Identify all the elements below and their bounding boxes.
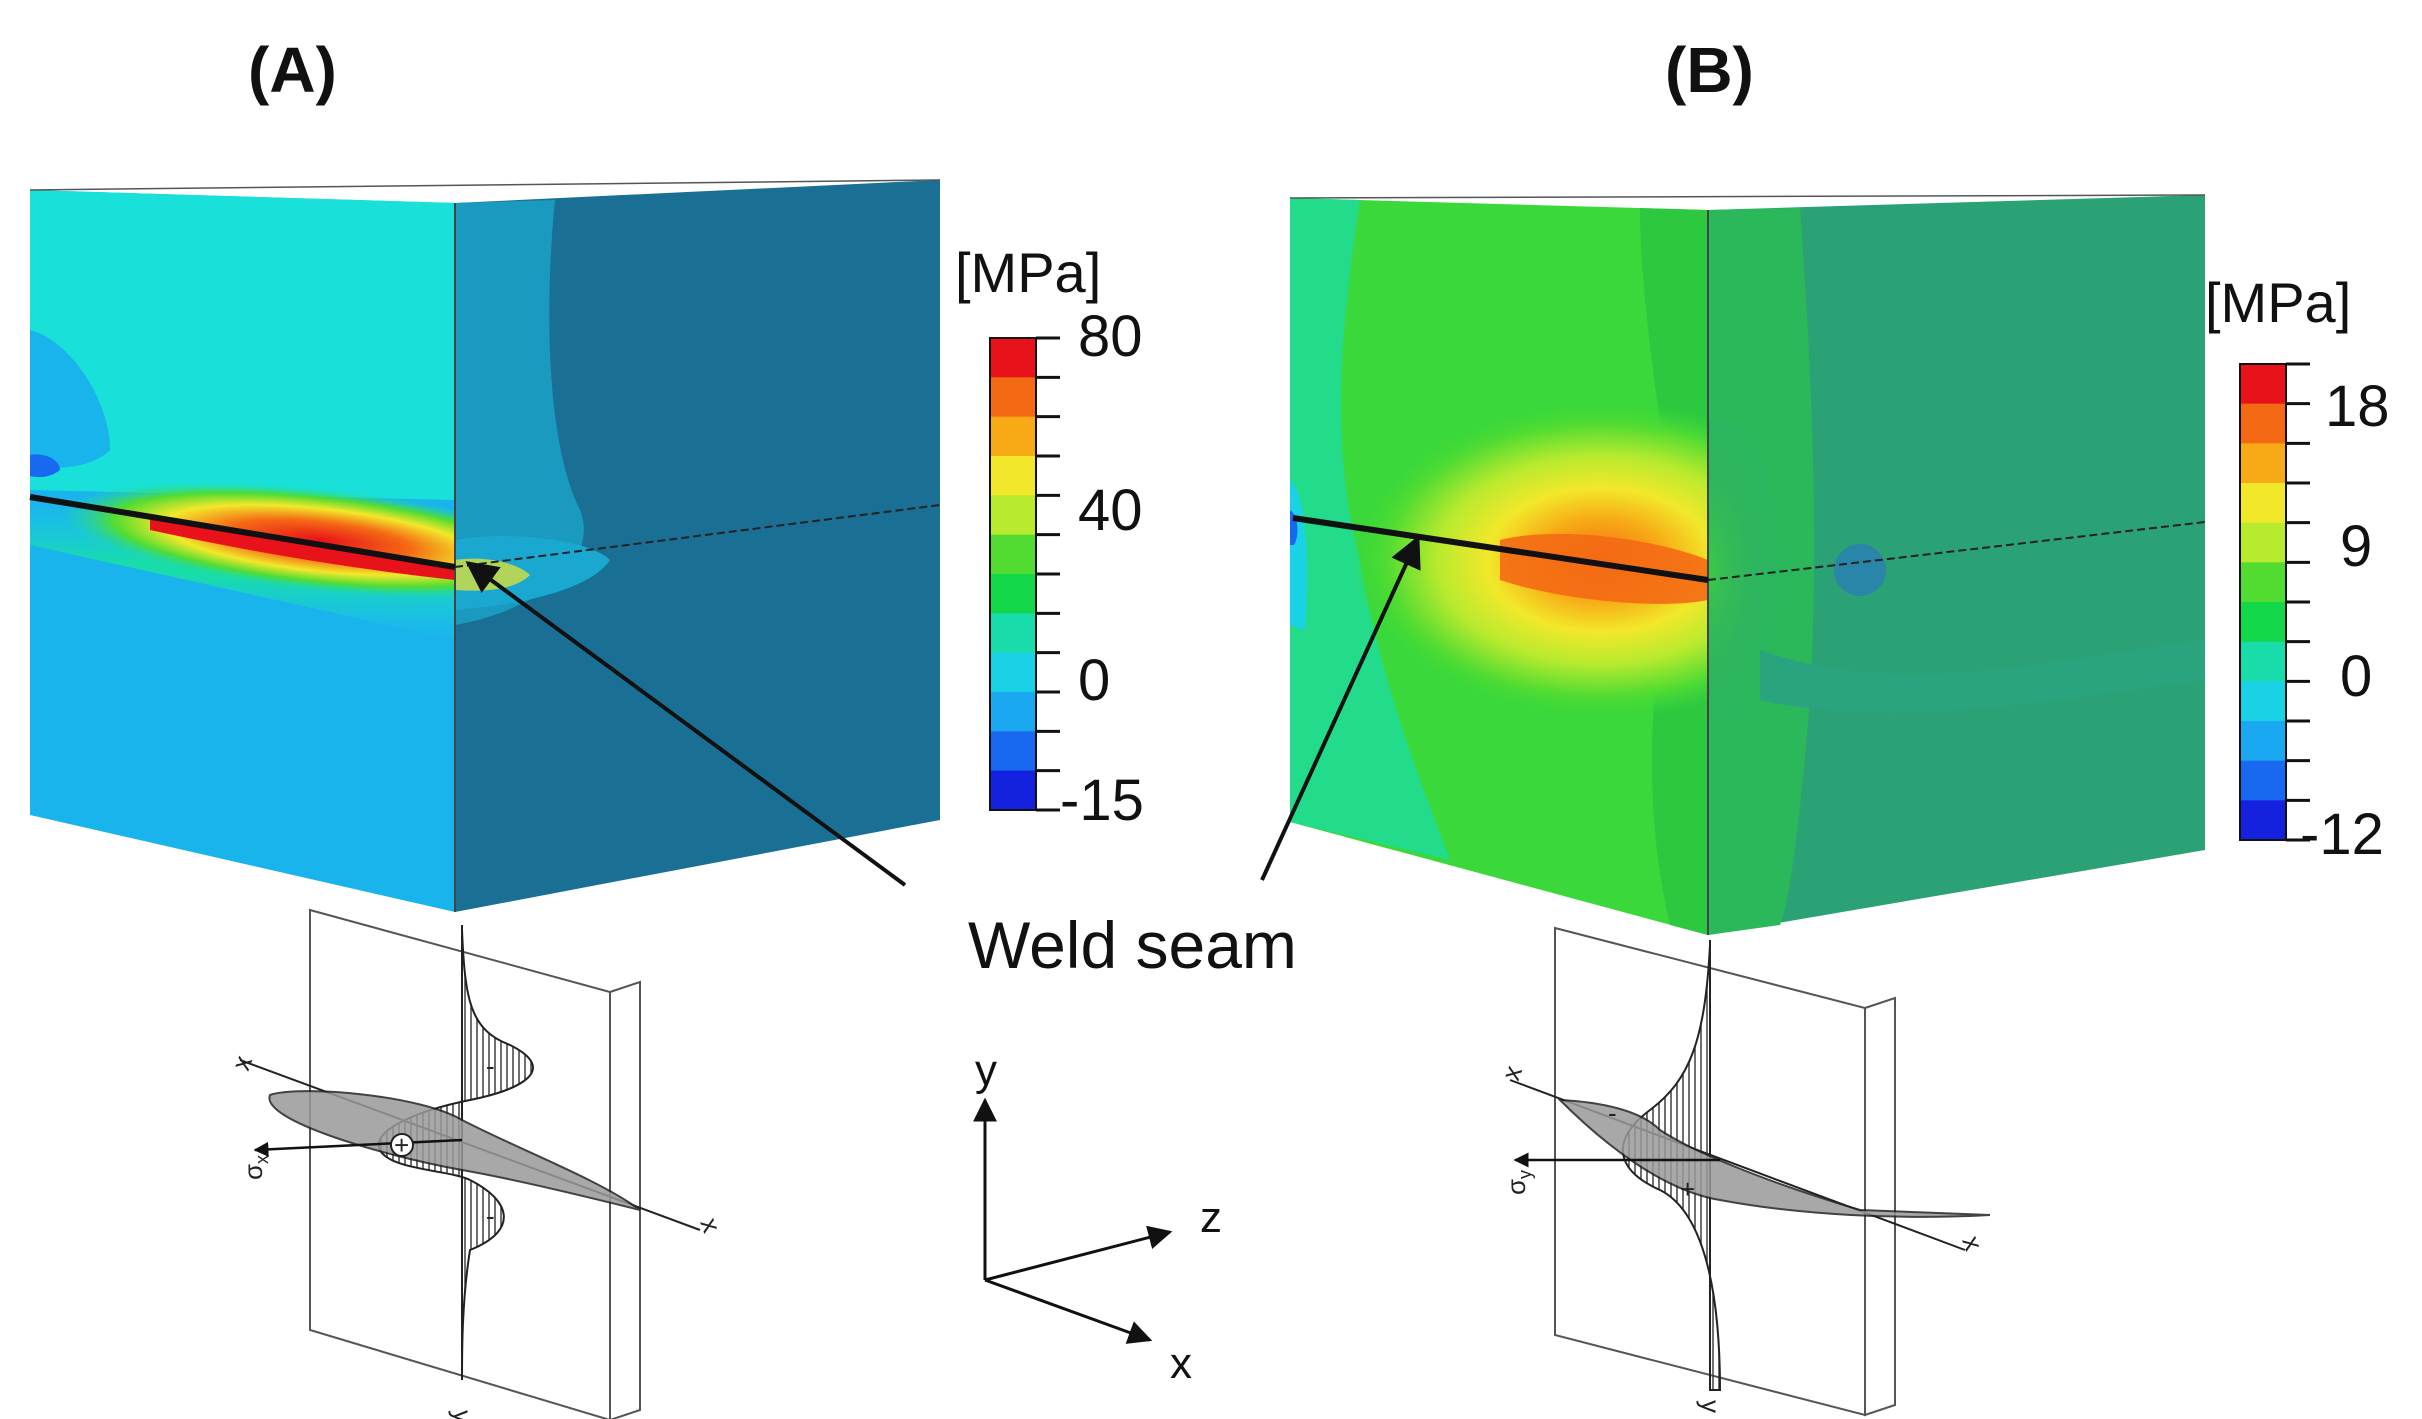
panel-a-colorbar-bands bbox=[990, 338, 1036, 811]
panel-a-plus-sign: + bbox=[394, 1130, 409, 1160]
panel-a-colorbar-band bbox=[990, 416, 1036, 457]
panel-b-colorbar-band bbox=[2240, 721, 2286, 762]
panel-a-colorbar-band bbox=[990, 338, 1036, 378]
panel-a-colorbar-tick: 40 bbox=[1078, 478, 1143, 543]
weld-seam-label: Weld seam bbox=[968, 908, 1297, 982]
panel-a-colorbar-frame bbox=[989, 337, 1037, 811]
panel-a-stress-arrow bbox=[253, 1138, 463, 1157]
panel-a-front-left-blue-patch bbox=[30, 330, 110, 468]
panel-b-plate-side bbox=[1864, 996, 1896, 1417]
panel-a-plate-side bbox=[609, 980, 641, 1419]
panel-a-axis-label-bottom: y bbox=[448, 1410, 478, 1419]
coordinate-axes: y z x bbox=[973, 1046, 1222, 1388]
panel-b-weld-line bbox=[1292, 515, 1709, 583]
panel-a-colorbar-band bbox=[990, 731, 1036, 772]
panel-a-colorbar-band bbox=[990, 377, 1036, 418]
panel-b: (B) [MPa] 18 9 bbox=[1289, 34, 2390, 1417]
panel-b-minus-sign: - bbox=[1608, 1098, 1617, 1128]
panel-a-colorbar-band bbox=[990, 574, 1036, 614]
panel-a-plus-marker bbox=[390, 1133, 414, 1157]
panel-a-colorbar-band bbox=[990, 692, 1036, 732]
panel-b-plus-sign: + bbox=[1680, 1174, 1695, 1204]
y-axis-label: y bbox=[975, 1046, 997, 1095]
panel-a-horizontal-distribution bbox=[268, 1090, 641, 1211]
panel-b-colorbar-band bbox=[2240, 562, 2286, 603]
panel-b-side-lower-green bbox=[1760, 640, 2205, 713]
panel-a-colorbar-band bbox=[990, 652, 1036, 693]
panel-b-colorbar-band bbox=[2240, 443, 2286, 484]
panel-b-colorbar-band bbox=[2240, 403, 2286, 444]
panel-b-side-gradient bbox=[1708, 420, 1835, 720]
panel-a-colorbar-unit: [MPa] bbox=[955, 241, 1101, 304]
panel-a-minus-sign-upper: - bbox=[486, 1051, 495, 1081]
weld-seam-arrow-a bbox=[465, 561, 907, 887]
panel-a-colorbar-band bbox=[990, 534, 1036, 575]
panel-b-front-right-band bbox=[1640, 208, 1708, 935]
panel-b-axis-label-right: x bbox=[1956, 1232, 1989, 1254]
panel-a-cube bbox=[29, 179, 941, 912]
panel-b-label: (B) bbox=[1665, 34, 1754, 106]
panel-a-colorbar-tick: 80 bbox=[1078, 304, 1143, 369]
panel-a-colorbar-tick: -15 bbox=[1060, 768, 1144, 833]
panel-b-colorbar-tick: 0 bbox=[2340, 644, 2372, 709]
weld-seam-arrow-b bbox=[1260, 535, 1421, 881]
x-axis-arrow bbox=[984, 1278, 1153, 1344]
panel-b-stress-sketch: - + x x y σy bbox=[1495, 926, 1991, 1417]
panel-b-colorbar-tick: 18 bbox=[2325, 374, 2390, 439]
panel-b-colorbar-frame bbox=[2239, 363, 2287, 841]
panel-b-colorbar-unit: [MPa] bbox=[2205, 271, 2351, 334]
panel-a-front-left-dark-spot bbox=[30, 454, 60, 478]
panel-a-front-upper-zone bbox=[30, 190, 455, 500]
panel-b-colorbar-tick: 9 bbox=[2340, 514, 2372, 579]
x-axis-label: x bbox=[1170, 1339, 1192, 1388]
panel-b-colorbar-band bbox=[2240, 602, 2286, 643]
panel-b-hot-core bbox=[1500, 533, 1708, 604]
z-axis-label: z bbox=[1200, 1193, 1222, 1242]
panel-b-colorbar-tickmarks bbox=[2239, 362, 2310, 842]
panel-b-colorbar-band bbox=[2240, 800, 2286, 841]
panel-b-colorbar-band bbox=[2240, 760, 2286, 801]
panel-a-colorbar-tickmarks bbox=[989, 336, 1060, 812]
panel-b-axis-label-top: x bbox=[1495, 1062, 1528, 1084]
panel-a-stress-symbol: σx bbox=[238, 1155, 272, 1180]
panel-b-cube bbox=[1289, 194, 2206, 935]
panel-a: (A) [MPa] bbox=[29, 34, 1144, 1419]
panel-a-stress-sketch: + - - x x y σx bbox=[225, 908, 727, 1419]
panel-a-plate-front bbox=[309, 908, 611, 1419]
panel-a-weld-line-dashed bbox=[454, 504, 941, 568]
panel-a-colorbar-tick: 0 bbox=[1078, 648, 1110, 713]
panel-a-colorbar-band bbox=[990, 770, 1036, 811]
panel-b-stress-symbol: σy bbox=[1501, 1170, 1535, 1195]
panel-b-colorbar-tick: -12 bbox=[2300, 802, 2384, 867]
panel-b-colorbar-band bbox=[2240, 364, 2286, 405]
panel-a-colorbar-band bbox=[990, 456, 1036, 496]
panel-b-colorbar-bands bbox=[2240, 364, 2286, 841]
panel-a-cube-top-edge bbox=[29, 179, 941, 191]
panel-b-axis-label-bottom: y bbox=[1696, 1400, 1726, 1413]
panel-a-weld-line bbox=[29, 494, 456, 570]
panel-a-label: (A) bbox=[248, 34, 337, 106]
panel-a-colorbar: [MPa] 80 40 0 -15 bbox=[955, 241, 1144, 833]
z-axis-arrow bbox=[984, 1225, 1173, 1282]
panel-a-minus-sign-lower: - bbox=[486, 1201, 495, 1231]
panel-b-colorbar: [MPa] 18 9 0 -12 bbox=[2205, 271, 2390, 867]
panel-a-colorbar-band bbox=[990, 613, 1036, 654]
panel-a-axis-label-right: x bbox=[694, 1214, 727, 1236]
panel-a-side-face bbox=[455, 180, 940, 912]
panel-b-side-blue-spot bbox=[1834, 544, 1886, 596]
weld-seam-callout: Weld seam bbox=[465, 535, 1421, 982]
panel-a-side-light-zone bbox=[455, 200, 584, 625]
panel-b-colorbar-band bbox=[2240, 522, 2286, 563]
panel-a-colorbar-band bbox=[990, 495, 1036, 536]
panel-b-colorbar-band bbox=[2240, 641, 2286, 682]
panel-b-cube-top-edge bbox=[1289, 194, 2206, 199]
panel-b-horizontal-distribution bbox=[1557, 1098, 1991, 1218]
panel-b-colorbar-band bbox=[2240, 681, 2286, 722]
panel-a-axis-label-top: x bbox=[225, 1052, 258, 1074]
panel-b-side-face bbox=[1708, 195, 2205, 935]
panel-a-hot-core bbox=[150, 517, 455, 580]
panel-b-colorbar-band bbox=[2240, 483, 2286, 524]
panel-b-front-left-band bbox=[1290, 198, 1450, 860]
